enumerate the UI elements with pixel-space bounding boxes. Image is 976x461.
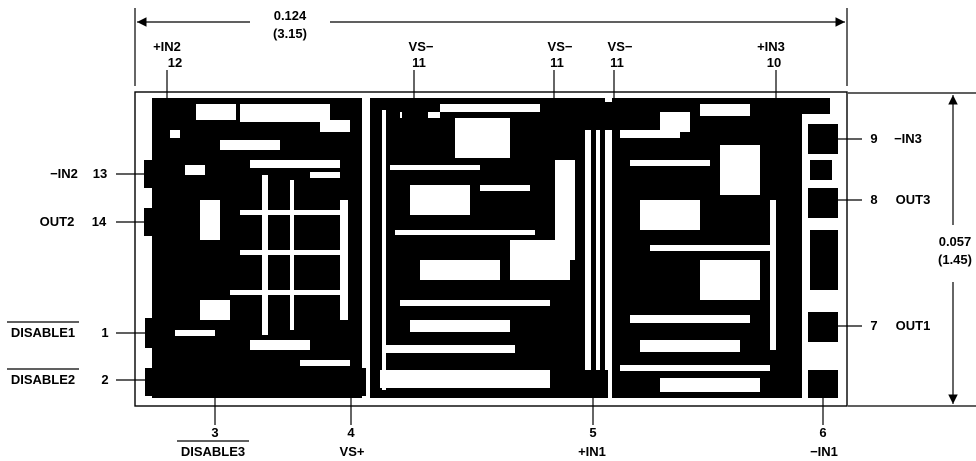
pad-7 xyxy=(808,312,838,342)
pin-label-VS+: VS+ xyxy=(340,444,365,459)
pad-3 xyxy=(200,368,230,396)
pad-extra-a xyxy=(810,160,832,180)
pad-10 xyxy=(762,100,790,128)
top-pin-labels: +IN2 12 VS− 11 VS− 11 VS− 11 +IN3 10 xyxy=(153,39,785,70)
pin-label--IN2: −IN2 xyxy=(50,166,78,181)
pin-label-vs-minus-2: VS− xyxy=(548,39,573,54)
pin-number-9: 9 xyxy=(870,131,877,146)
pin-label-DISABLE1: DISABLE1 xyxy=(11,325,75,340)
pad-8 xyxy=(808,188,838,218)
pad-1 xyxy=(145,318,175,348)
die-circuitry xyxy=(152,98,802,398)
die-marking-cd: CD xyxy=(153,235,171,249)
width-inches: 0.124 xyxy=(274,8,307,23)
die-marking-613: 613 xyxy=(153,141,173,155)
left-pin-labels: −IN2 13 OUT2 14 DISABLE1 1 DISABLE2 2 xyxy=(7,166,109,387)
pin-number-2: 2 xyxy=(101,372,108,387)
pad-13 xyxy=(144,160,172,188)
height-dimension: 0.057 (1.45) xyxy=(848,92,976,407)
pin-number-8: 8 xyxy=(870,192,877,207)
pin-label-DISABLE3: DISABLE3 xyxy=(181,444,245,459)
pin-number-1: 1 xyxy=(101,325,108,340)
pad-11c xyxy=(600,102,628,130)
pin-number-5: 5 xyxy=(589,425,596,440)
die-outline xyxy=(134,91,848,407)
pin-number-11c: 11 xyxy=(610,55,624,70)
pad-5 xyxy=(578,370,608,398)
pin-label-OUT3: OUT3 xyxy=(896,192,931,207)
logo-mark xyxy=(800,98,830,114)
pin-number-12: 12 xyxy=(168,55,182,70)
pin-label-+IN1: +IN1 xyxy=(578,444,606,459)
pad-extra-b xyxy=(810,230,838,290)
pin-number-13: 13 xyxy=(93,166,107,181)
bond-pads xyxy=(144,98,838,398)
pad-4 xyxy=(336,368,366,396)
pin-number-11a: 11 xyxy=(412,55,426,70)
pin-number-3: 3 xyxy=(211,425,218,440)
die-markings: 613 ADI CD xyxy=(153,141,174,249)
pin-label-vs-minus-3: VS− xyxy=(608,39,633,54)
pad-11a xyxy=(402,100,428,126)
pin-label--IN1: −IN1 xyxy=(810,444,838,459)
pin-number-4: 4 xyxy=(347,425,355,440)
pin-number-11b: 11 xyxy=(550,55,564,70)
pin-label-+IN3: +IN3 xyxy=(757,39,785,54)
pin-label-OUT2: OUT2 xyxy=(40,214,75,229)
pin-label-+IN2: +IN2 xyxy=(153,39,181,54)
die-marking-adi: ADI xyxy=(153,187,174,201)
pad-14 xyxy=(144,208,172,236)
width-mm: (3.15) xyxy=(273,26,307,41)
width-dimension: 0.124 (3.15) xyxy=(134,8,848,86)
pin-label-DISABLE2: DISABLE2 xyxy=(11,372,75,387)
pad-9 xyxy=(808,124,838,154)
pin-label-OUT1: OUT1 xyxy=(896,318,931,333)
pad-2 xyxy=(145,368,175,396)
right-pin-labels: 9 −IN3 8 OUT3 7 OUT1 xyxy=(870,131,930,333)
pin-number-14: 14 xyxy=(92,214,107,229)
height-mm: (1.45) xyxy=(938,252,972,267)
pad-11b xyxy=(540,100,568,128)
bottom-pin-labels: 3 DISABLE3 4 VS+ 5 +IN1 6 −IN1 xyxy=(177,425,838,459)
pin-leaders xyxy=(116,70,862,425)
pin-number-7: 7 xyxy=(870,318,877,333)
pad-6 xyxy=(808,370,838,398)
pin-label--IN3: −IN3 xyxy=(894,131,922,146)
height-inches: 0.057 xyxy=(939,234,972,249)
pin-label-vs-minus-1: VS− xyxy=(409,39,434,54)
pad-12 xyxy=(155,100,183,126)
pin-number-10: 10 xyxy=(767,55,781,70)
pin-number-6: 6 xyxy=(819,425,826,440)
